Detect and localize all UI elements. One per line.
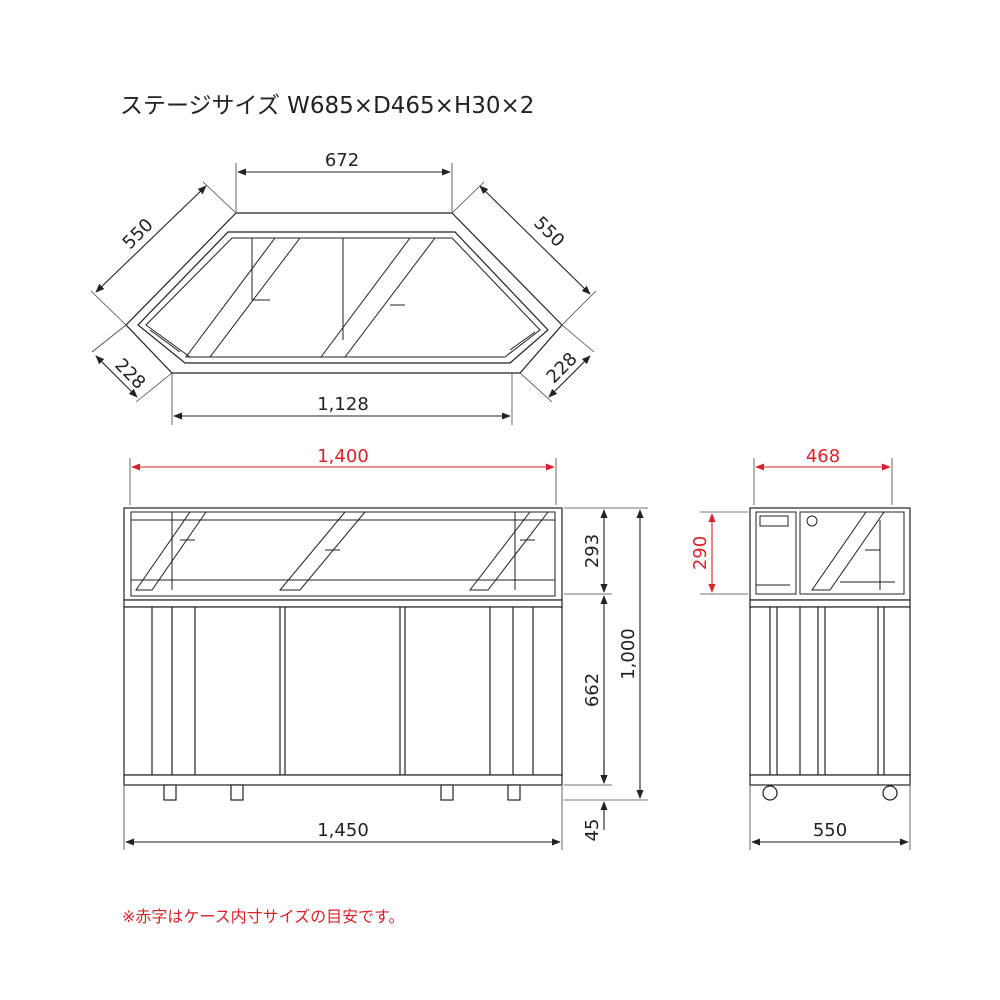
top-view-glass-panels — [149, 237, 536, 358]
front-plinth — [123, 774, 563, 786]
stage-size-title: ステージサイズ W685×D465×H30×2 — [120, 93, 534, 119]
dim-inner-width: 1,400 — [317, 446, 369, 467]
side-cabinet — [749, 606, 911, 776]
dim-total-depth: 550 — [813, 820, 847, 841]
dim-cabinet-height: 662 — [582, 673, 603, 707]
dim-line-left-corner — [95, 355, 138, 398]
dim-right-diagonal: 550 — [529, 213, 568, 252]
dim-line-right-corner — [548, 355, 591, 398]
top-view: 672 550 550 228 228 1,128 — [90, 150, 597, 425]
inner-size-note: ※赤字はケース内寸サイズの目安です。 — [122, 907, 405, 926]
top-view-inner-outline — [137, 231, 549, 364]
dim-top-width: 672 — [325, 150, 359, 171]
front-display-case — [123, 507, 563, 601]
front-cabinet — [123, 606, 563, 776]
dim-right-corner: 228 — [543, 349, 582, 388]
dim-left-diagonal: 550 — [119, 215, 158, 254]
dim-foot-height: 45 — [582, 819, 603, 842]
dim-total-height: 1,000 — [618, 628, 639, 680]
dim-total-width: 1,450 — [317, 820, 369, 841]
front-feet — [163, 784, 521, 801]
dim-line-right-diagonal — [479, 185, 591, 295]
side-display-case — [749, 507, 911, 601]
dim-left-corner: 228 — [110, 355, 149, 394]
side-casters — [762, 785, 898, 801]
dim-line-left-diagonal — [95, 185, 207, 293]
dim-bottom-width: 1,128 — [317, 394, 369, 415]
dim-inner-height: 290 — [690, 536, 711, 570]
front-view: 1,400 — [123, 446, 648, 850]
dim-inner-depth: 468 — [806, 446, 840, 467]
dim-case-height: 293 — [582, 534, 603, 568]
side-view: 468 290 — [690, 446, 911, 850]
